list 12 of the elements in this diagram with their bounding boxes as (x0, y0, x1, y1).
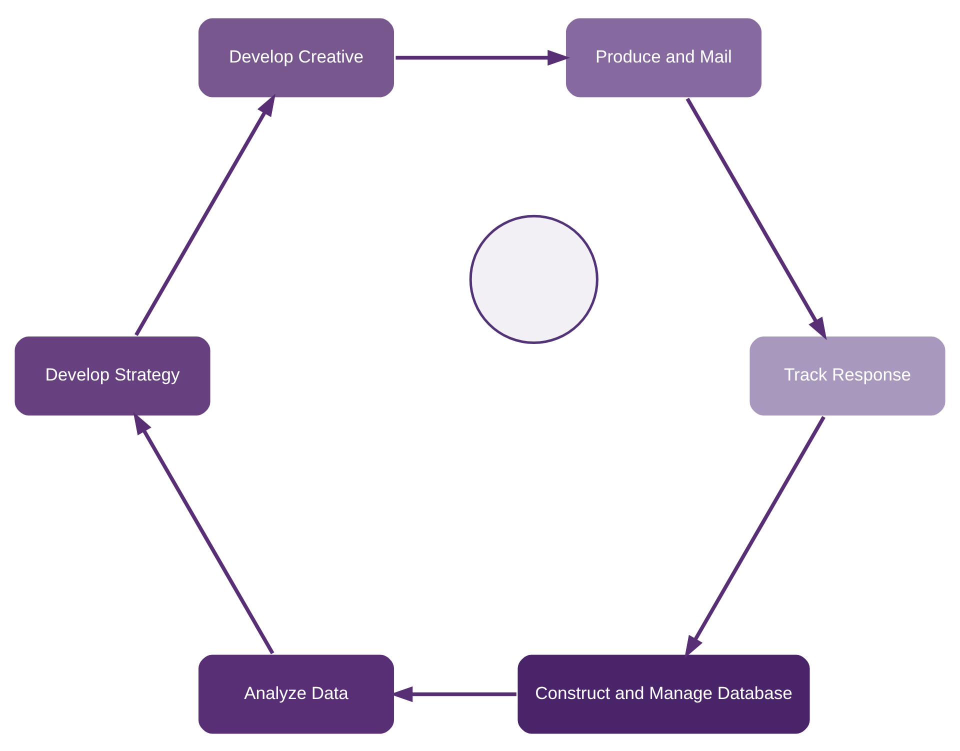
arrow (133, 411, 274, 654)
arrow (684, 416, 826, 658)
arrow (396, 49, 570, 66)
arrow (686, 97, 827, 340)
node-box: Track Response (747, 334, 948, 418)
node-box: Produce and Mail (563, 15, 764, 100)
node-box: Develop Strategy (12, 334, 213, 418)
node-box: Develop Creative (196, 15, 397, 100)
node-box: Construct and Manage Database (515, 652, 812, 736)
node-circle (469, 214, 598, 344)
arrow (134, 93, 276, 336)
node-box: Analyze Data (196, 652, 397, 736)
